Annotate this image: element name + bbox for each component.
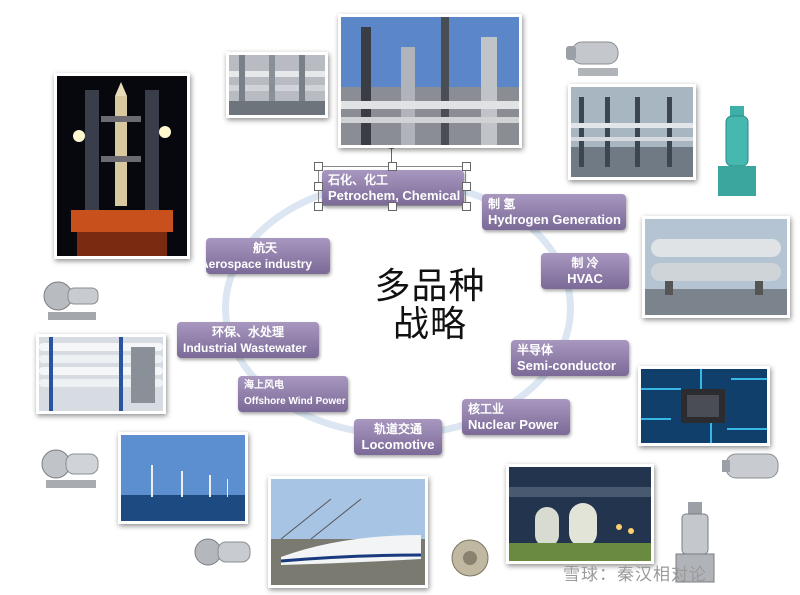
label-locomotive-zh: 轨道交通 <box>373 422 422 436</box>
label-nuclear-zh: 核工业 <box>468 402 505 416</box>
label-wastewater[interactable]: 环保、水处理 Industrial Wastewater <box>177 322 319 358</box>
pump-icon-bottom-right <box>675 502 715 583</box>
photo-hydrogen-plant <box>568 84 696 180</box>
pump-icon-left <box>43 281 99 320</box>
label-hydrogen[interactable]: 制 氢 Hydrogen Generation <box>482 194 626 230</box>
label-petrochem-en: Petrochem, Chemical <box>328 188 461 203</box>
center-title-line2: 战略 <box>392 304 467 345</box>
photo-water-treatment <box>36 334 166 414</box>
label-semiconductor-zh: 半导体 <box>517 343 554 357</box>
selection-box <box>318 166 466 206</box>
watermark: 雪球：秦汉相对论 <box>563 565 707 585</box>
pump-icon-bottom-mid <box>194 538 251 566</box>
resize-handle-sw[interactable] <box>314 202 323 211</box>
pump-icon-top <box>566 41 619 76</box>
resize-handle-n[interactable] <box>388 162 397 171</box>
label-offshore-wind-en: Offshore Wind Power <box>244 396 346 407</box>
label-locomotive-en: Locomotive <box>361 437 435 452</box>
label-locomotive[interactable]: 轨道交通 Locomotive <box>354 419 442 455</box>
label-offshore-wind-zh: 海上风电 <box>244 380 284 391</box>
label-semiconductor[interactable]: 半导体 Semi-conductor <box>511 340 629 376</box>
resize-handle-e[interactable] <box>462 182 471 191</box>
resize-handle-nw[interactable] <box>314 162 323 171</box>
label-semiconductor-en: Semi-conductor <box>517 358 616 373</box>
label-hvac[interactable]: 制 冷 HVAC <box>541 253 629 289</box>
label-aerospace[interactable]: 航天 Aerospace industry <box>206 238 330 274</box>
label-hvac-zh: 制 冷 <box>571 256 599 270</box>
label-aerospace-zh: 航天 <box>252 241 277 255</box>
photo-nuclear-plant <box>506 464 654 564</box>
label-offshore-wind[interactable]: 海上风电 Offshore Wind Power <box>238 376 348 412</box>
photo-hvac-unit <box>642 216 790 318</box>
label-petrochem-zh: 石化、化工 <box>328 173 389 187</box>
resize-handle-ne[interactable] <box>462 162 471 171</box>
resize-handle-s[interactable] <box>388 202 397 211</box>
label-nuclear-en: Nuclear Power <box>468 417 559 432</box>
center-title-line1: 多品种 <box>374 266 486 307</box>
photo-high-speed-train <box>268 476 428 588</box>
photo-rocket-launch <box>54 73 190 259</box>
label-hydrogen-zh: 制 氢 <box>488 197 516 211</box>
label-petrochem[interactable]: 石化、化工 Petrochem, Chemical <box>322 170 464 206</box>
photo-offshore-wind <box>118 432 248 524</box>
pump-icon-bottom-center <box>451 539 489 577</box>
label-nuclear[interactable]: 核工业 Nuclear Power <box>462 399 570 435</box>
label-wastewater-zh: 环保、水处理 <box>211 325 284 339</box>
label-hvac-en: HVAC <box>567 271 603 286</box>
label-wastewater-en: Industrial Wastewater <box>183 341 307 355</box>
photo-refinery <box>338 14 522 148</box>
photo-semiconductor-chip <box>638 366 770 446</box>
pump-icon-vertical <box>718 106 756 196</box>
label-aerospace-en: Aerospace industry <box>206 257 313 271</box>
center-title: 多品种 战略 <box>360 268 500 344</box>
pump-icon-right <box>722 453 779 479</box>
resize-handle-w[interactable] <box>314 182 323 191</box>
label-hydrogen-en: Hydrogen Generation <box>488 212 621 227</box>
photo-pipe-rack <box>226 52 328 118</box>
pump-icon-bottom-left <box>41 449 99 488</box>
resize-handle-se[interactable] <box>462 202 471 211</box>
rotation-handle-line <box>391 147 392 166</box>
